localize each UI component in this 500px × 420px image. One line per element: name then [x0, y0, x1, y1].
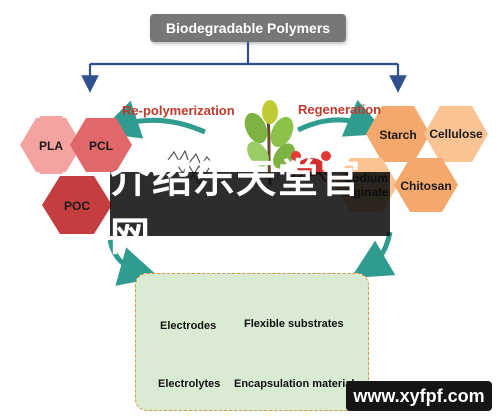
watermark-banner: 介绍乐天堂官网: [110, 156, 390, 260]
hex-pcl: PCL: [70, 118, 132, 172]
regeneration-arrow: [296, 99, 387, 137]
re-polymerization-arrow: [99, 100, 207, 139]
hex-cellulose-label: Cellulose: [429, 127, 483, 141]
right-down-arrow: [350, 231, 396, 279]
plant-icon: [244, 100, 295, 186]
hex-pla-label: PLA: [39, 139, 63, 153]
regeneration-label: Regeneration: [298, 102, 382, 117]
hex-chitosan-label: Chitosan: [400, 179, 451, 193]
hex-starch-label: Starch: [379, 128, 416, 142]
electrodes-label: Electrodes: [160, 320, 217, 332]
re-polymerization-label: Re-polymerization: [122, 103, 235, 118]
tree-connector: [81, 42, 407, 93]
site-url-badge[interactable]: www.xyfpf.com: [346, 381, 492, 411]
flexible-substrates-label: Flexible substrates: [244, 318, 344, 330]
electrolytes-label: Electrolytes: [158, 378, 221, 390]
hex-pla: PLA: [20, 116, 82, 174]
hex-poc: POC: [42, 176, 112, 234]
hex-pcl-label: PCL: [89, 139, 113, 153]
diagram-title: Biodegradable Polymers: [150, 14, 346, 42]
left-down-arrow: [107, 239, 160, 286]
hex-poc-label: POC: [64, 199, 90, 213]
applications-panel: [135, 273, 369, 411]
hex-cellulose: Cellulose: [424, 106, 488, 162]
hex-starch: Starch: [366, 106, 430, 162]
encapsulation-label: Encapsulation materials: [234, 378, 361, 390]
hex-chitosan: Chitosan: [394, 158, 458, 212]
